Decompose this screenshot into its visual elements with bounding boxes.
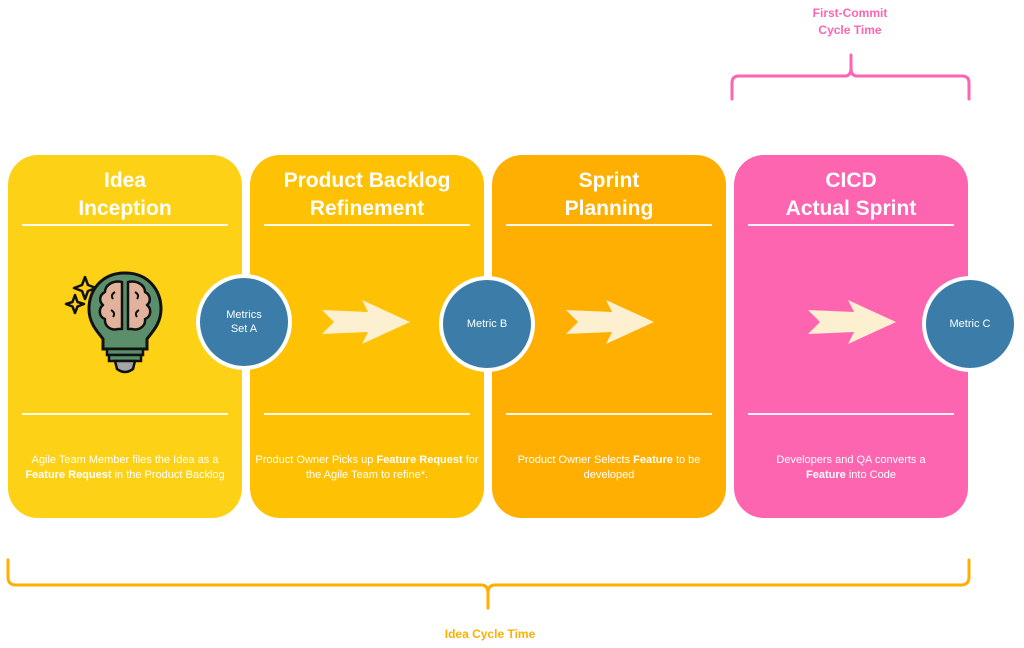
- divider: [264, 224, 470, 226]
- metric-circle-b: Metric B: [439, 276, 535, 372]
- desc-bold: Feature: [806, 469, 846, 481]
- stage-title: Idea Inception: [8, 167, 242, 223]
- desc-text: to be developed: [583, 454, 701, 481]
- first-commit-cycle-time-label: First-Commit Cycle Time: [780, 5, 920, 39]
- divider: [748, 224, 954, 226]
- desc-text: for the Agile Team to refine*.: [305, 454, 479, 481]
- metric-label: Set A: [230, 323, 258, 335]
- desc-text: Developers and QA converts a: [776, 454, 926, 466]
- stage-title-line2: Planning: [564, 197, 654, 220]
- lightbulb-brain-icon: [64, 271, 163, 374]
- metric-label: Metric C: [949, 318, 991, 330]
- divider: [506, 413, 712, 415]
- divider: [264, 413, 470, 415]
- stage-title-line2: Inception: [78, 197, 172, 220]
- desc-bold: Feature Request: [25, 469, 112, 481]
- stage-description: Developers and QA converts a Feature int…: [738, 453, 964, 483]
- idea-cycle-time-label: Idea Cycle Time: [444, 627, 536, 641]
- desc-text: Agile Team Member files the Idea as a: [31, 454, 219, 466]
- desc-text: Product Owner Selects: [517, 454, 634, 466]
- first-commit-brace: [730, 53, 971, 101]
- metric-label: Metric B: [466, 318, 508, 330]
- desc-text: into Code: [845, 469, 896, 481]
- stage-description: Agile Team Member files the Idea as a Fe…: [12, 453, 238, 483]
- stage-description: Product Owner Picks up Feature Request f…: [254, 453, 480, 483]
- arrow-right-icon: [808, 300, 896, 344]
- stage-title: CICD Actual Sprint: [734, 167, 968, 223]
- stage-cicd-actual-sprint: CICD Actual Sprint Developers and QA con…: [734, 155, 968, 518]
- desc-text: in the Product Backlog: [111, 469, 225, 481]
- stage-title-line2: Refinement: [309, 197, 425, 220]
- metric-circle-a: Metrics Set A: [196, 274, 292, 370]
- arrow-right-icon: [566, 300, 654, 344]
- divider: [506, 224, 712, 226]
- stage-title-line1: Sprint: [578, 169, 640, 192]
- desc-bold: Feature: [633, 454, 673, 466]
- idea-cycle-brace: [6, 558, 971, 610]
- stage-title-line1: Idea: [103, 169, 147, 192]
- metric-circle-c: Metric C: [922, 276, 1018, 372]
- metric-label: Metrics: [226, 309, 262, 321]
- arrow-right-icon: [322, 300, 410, 344]
- divider: [22, 224, 228, 226]
- stage-title-line1: CICD: [825, 169, 877, 192]
- divider: [22, 413, 228, 415]
- stage-title-line1: Product Backlog: [283, 169, 451, 192]
- desc-bold: Feature Request: [376, 454, 463, 466]
- first-commit-label-line1: First-Commit: [812, 6, 888, 20]
- divider: [748, 413, 954, 415]
- stage-title-line2: Actual Sprint: [785, 197, 917, 220]
- desc-text: Product Owner Picks up: [255, 454, 377, 466]
- stage-description: Product Owner Selects Feature to be deve…: [506, 453, 712, 483]
- stage-title: Product Backlog Refinement: [250, 167, 484, 223]
- first-commit-label-line2: Cycle Time: [818, 23, 882, 37]
- stage-title: Sprint Planning: [492, 167, 726, 223]
